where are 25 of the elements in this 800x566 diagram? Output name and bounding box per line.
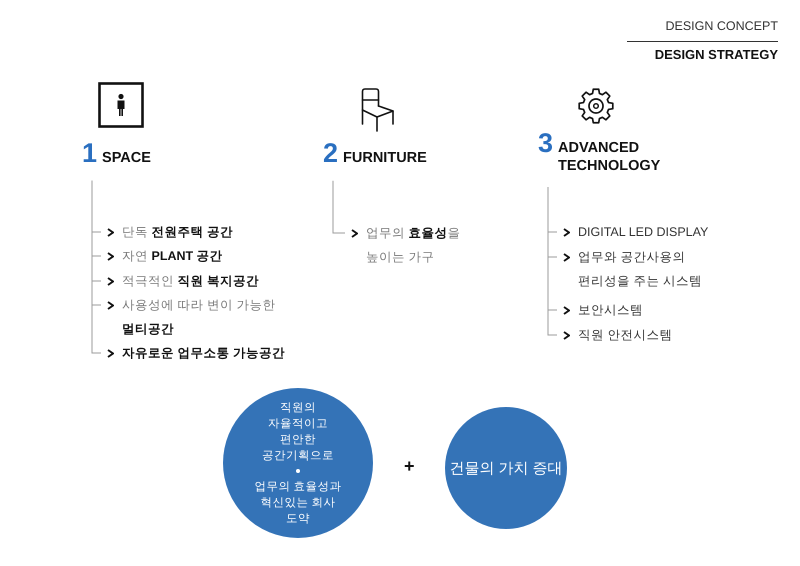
list-item-text: 업무의 효율성을 높이는 가구 [366,225,462,266]
list-item-text: 사용성에 따라 변이 가능한 멀티공간 [122,297,276,338]
connector-line [92,180,102,354]
list-item-text: 직원 안전시스템 [578,327,672,344]
connector-line [548,186,558,336]
step-number: 3 [538,129,554,159]
circle-text: 건물의 가치 증대 [449,458,563,478]
list-item-text: 자유로운 업무소통 가능공간 [122,345,285,362]
list-item-text: 적극적인 직원 복지공간 [122,273,259,290]
list-item-text: 자연 PLANT 공간 [122,248,223,265]
list-item-text: DIGITAL LED DISPLAY [578,224,708,241]
section-heading: ADVANCED TECHNOLOGY [558,139,662,175]
section-heading: SPACE [102,149,151,167]
page-heading: DESIGN STRATEGY [654,47,778,62]
step-number: 1 [82,139,98,169]
list-item-text: 업무와 공간사용의 편리성을 주는 시스템 [578,249,703,290]
circle-text: 업무의 효율성과 혁신있는 회사 도약 [253,480,343,526]
list-item-text: 보안시스템 [578,302,643,319]
connector-line [332,180,346,234]
list-item-text: 단독 전원주택 공간 [122,224,233,241]
step-number: 2 [323,139,338,169]
plus-sign: + [404,456,415,477]
circle-text: 직원의 자율적이고 편안한 공간기획으로 [260,400,335,464]
section-heading: FURNITURE [343,149,427,167]
breadcrumb-text: DESIGN CONCEPT [665,19,778,33]
